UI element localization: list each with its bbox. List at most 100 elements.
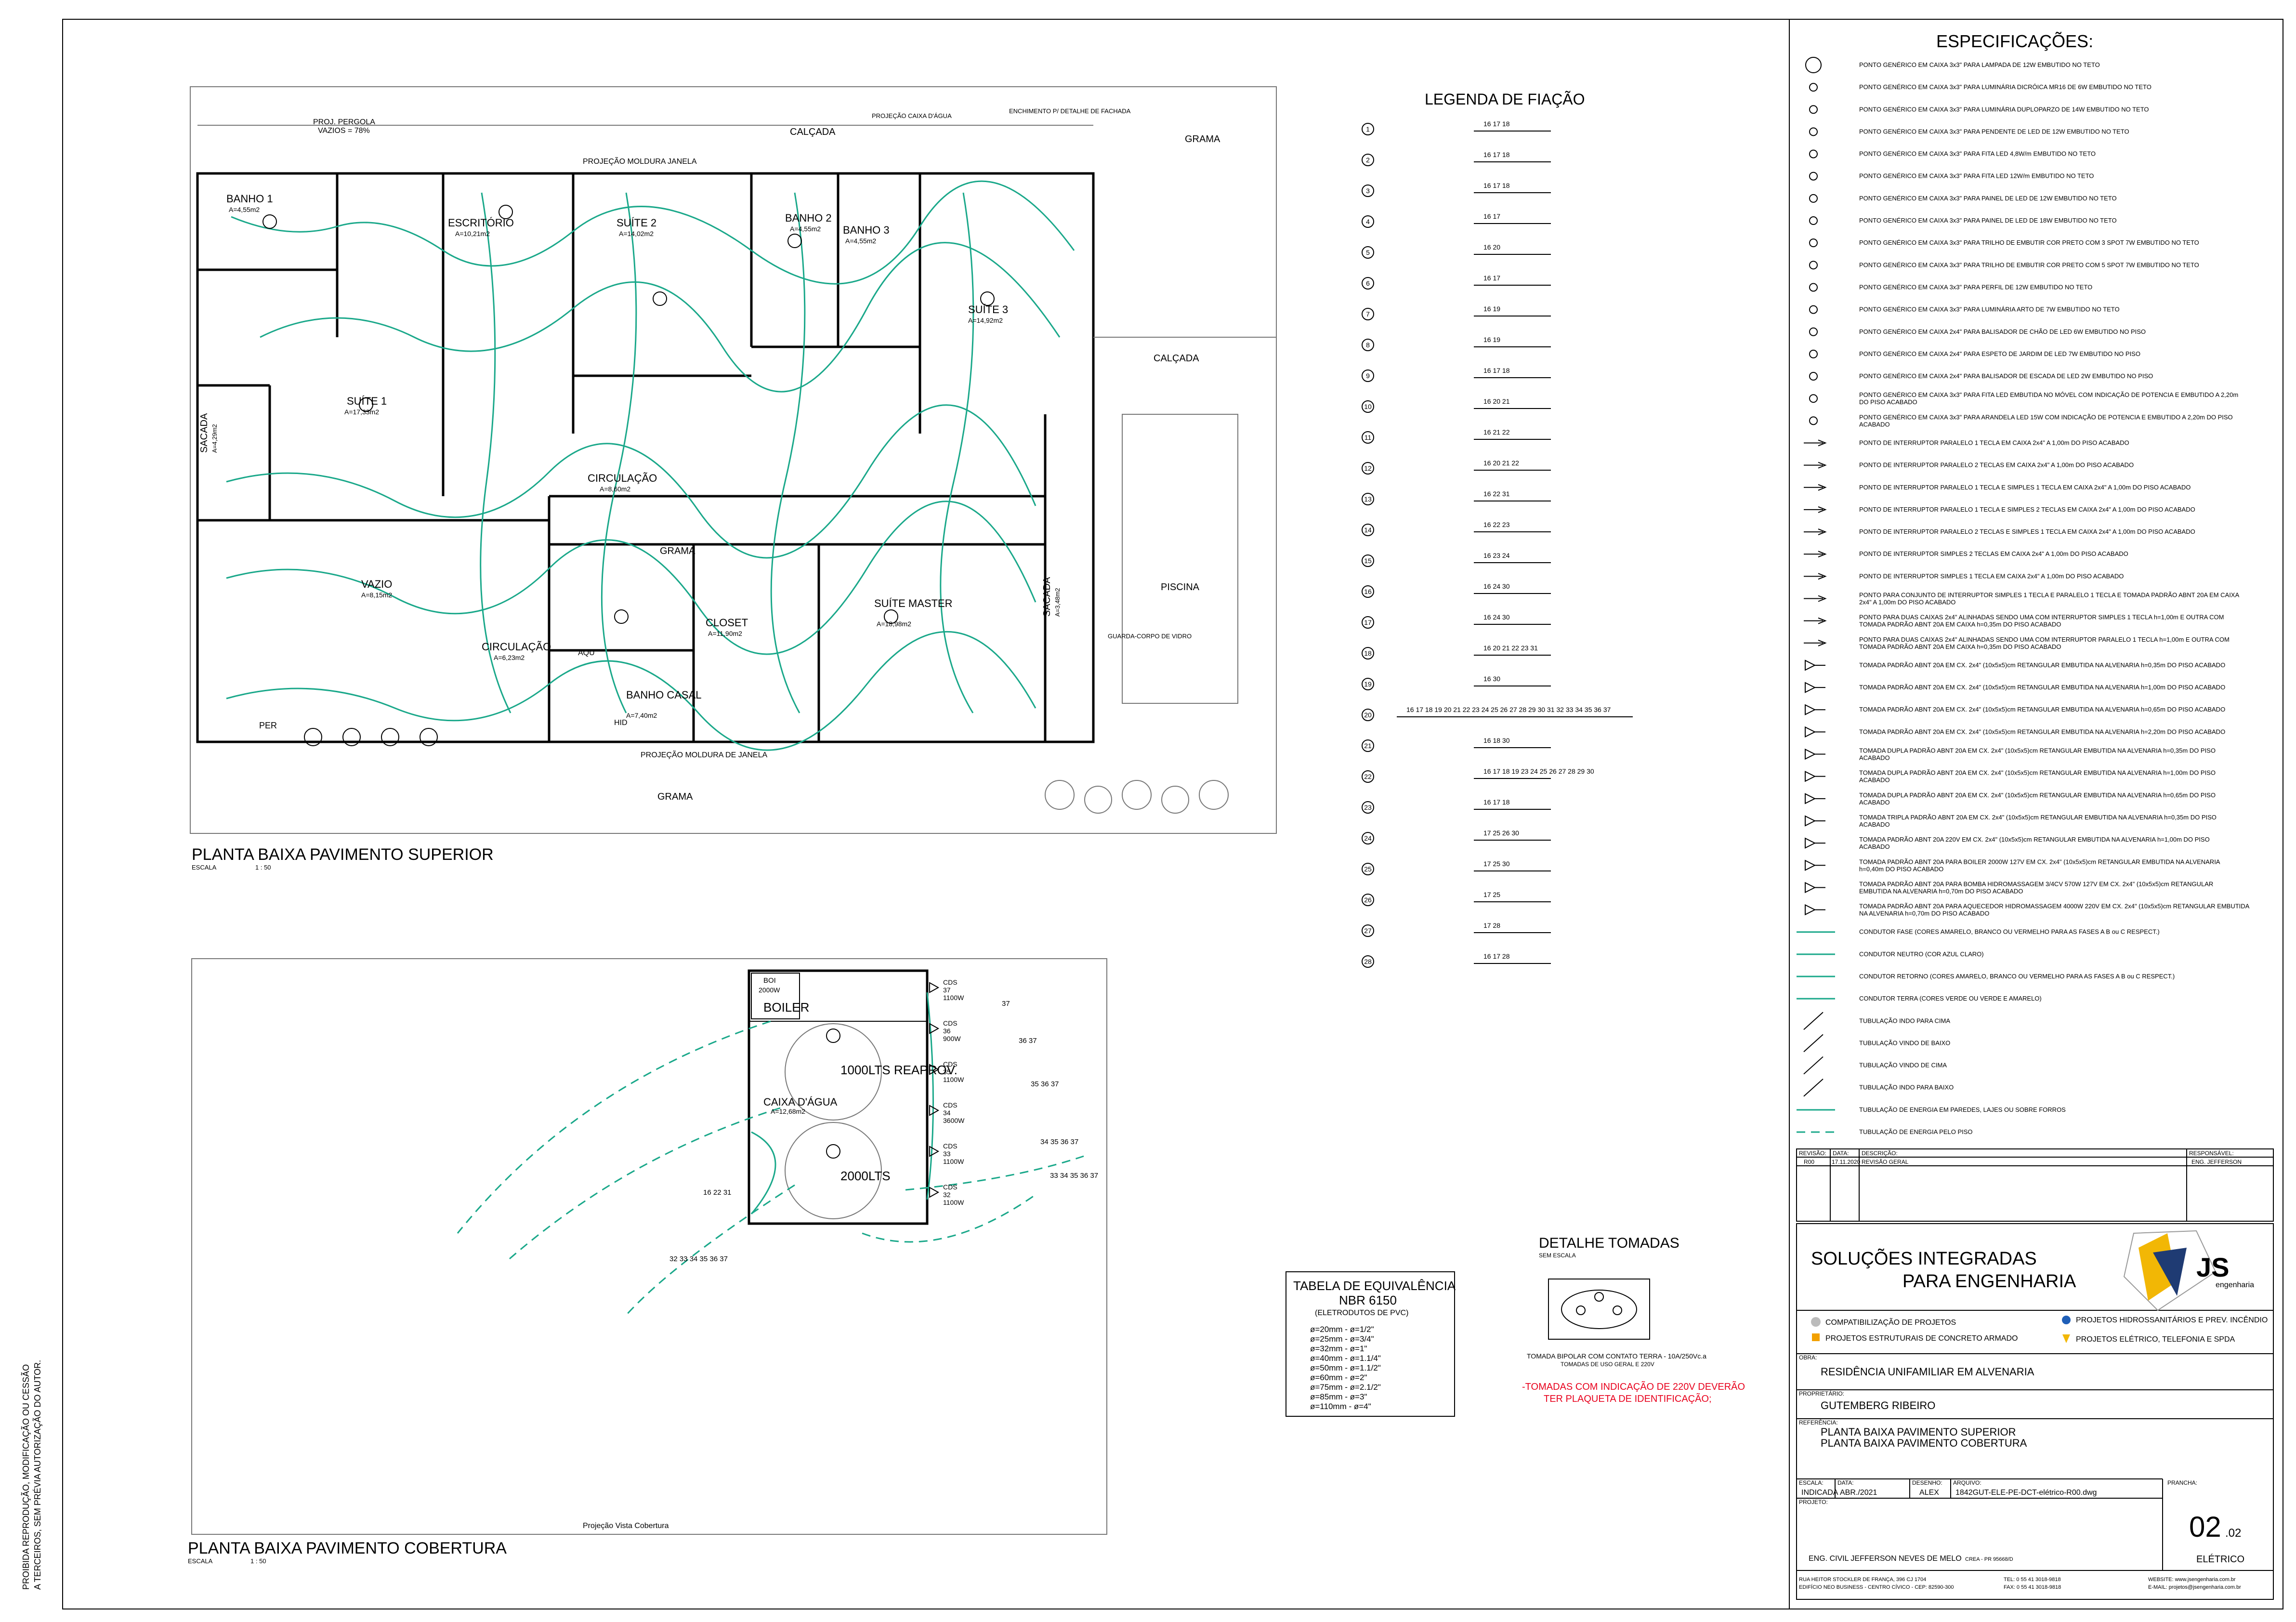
legenda-circuits: 16 17 <box>1483 212 1500 220</box>
spec-text: PONTO PARA CONJUNTO DE INTERRUPTOR SIMPL… <box>1859 592 2239 606</box>
room-suite2-area: A=14,02m2 <box>619 230 654 237</box>
legenda-number-circle <box>1362 801 1374 814</box>
spec-switch-symbol-icon <box>1804 462 1827 469</box>
referencia-2: PLANTA BAIXA PAVIMENTO COBERTURA <box>1821 1437 2027 1449</box>
spec-item: PONTO GENÉRICO EM CAIXA 3x3" PARA LUMINÁ… <box>1809 105 2149 114</box>
legenda-number-circle <box>1362 924 1374 937</box>
arquivo-value: 1842GUT-ELE-PE-DCT-elétrico-R00.dwg <box>1955 1489 2097 1497</box>
legenda-circuits: 16 17 18 19 23 24 25 26 27 28 29 30 <box>1483 767 1594 775</box>
spec-outlet-symbol-icon <box>1805 837 1825 849</box>
tabela-title1: TABELA DE EQUIVALÊNCIA <box>1293 1279 1456 1293</box>
legenda-number-circle <box>1362 739 1374 752</box>
service-3: PROJETOS HIDROSSANITÁRIOS E PREV. INCÊND… <box>2076 1315 2268 1324</box>
spec-text: TOMADA PADRÃO ABNT 20A EM CX. 2x4" (10x5… <box>1859 684 2225 691</box>
spec-text: CONDUTOR TERRA (CORES VERDE OU VERDE E A… <box>1859 995 2042 1002</box>
legenda-row: 14 16 22 23 <box>1362 521 1551 536</box>
legenda-circuits: 16 17 18 <box>1483 798 1510 806</box>
spec-item: TOMADA TRIPLA PADRÃO ABNT 20A EM CX. 2x4… <box>1805 814 2217 828</box>
roof-conduit-1 <box>457 1020 771 1234</box>
spec-text: TOMADA PADRÃO ABNT 20A PARA AQUECEDOR HI… <box>1859 903 2250 917</box>
spec-item: TUBULAÇÃO DE ENERGIA EM PAREDES, LAJES O… <box>1797 1106 2066 1113</box>
legenda-number-circle <box>1362 185 1374 197</box>
svg-text:33 34 35 36 37: 33 34 35 36 37 <box>1050 1172 1098 1180</box>
revisao-table: REVISÃO: DATA: DESCRIÇÃO: RESPONSÁVEL: R… <box>1796 1148 2274 1222</box>
legenda-circuits: 16 21 22 <box>1483 428 1510 436</box>
spec-switch-symbol-icon <box>1804 551 1827 558</box>
label-grama-top: GRAMA <box>1185 134 1220 145</box>
disciplina-value: ELÉTRICO <box>2196 1554 2244 1565</box>
website-value: WEBSITE: www.jsengenharia.com.br <box>2148 1577 2236 1582</box>
legenda-number: 18 <box>1364 649 1372 657</box>
room-suite-master-area: A=18,98m2 <box>877 620 911 628</box>
label-projecao-caixa: PROJEÇÃO CAIXA D'ÁGUA <box>872 112 952 119</box>
detalhe-tomadas: DETALHE TOMADAS SEM ESCALA TOMADA BIPOLA… <box>1522 1235 1745 1404</box>
legenda-number: 21 <box>1364 742 1372 750</box>
spec-light-symbol-icon <box>1809 416 1818 425</box>
boi-power: 2000W <box>759 986 780 994</box>
room-closet-area: A=11,90m2 <box>708 630 742 637</box>
desenho-value: ALEX <box>1919 1489 1939 1497</box>
label-aqu: AQU <box>578 649 595 657</box>
logo-text: JS <box>2196 1252 2230 1282</box>
room-sacada1-area: A=4,29m2 <box>211 424 218 453</box>
service-2: PROJETOS ESTRUTURAIS DE CONCRETO ARMADO <box>1825 1334 2018 1343</box>
legenda-circuits: 16 17 <box>1483 274 1500 282</box>
legenda-circuits: 16 17 18 <box>1483 182 1510 189</box>
tabela-row: ø=75mm - ø=2.1/2" <box>1310 1383 1381 1392</box>
company-logo: JS engenharia <box>2123 1230 2254 1311</box>
compat-icon <box>1811 1317 1821 1327</box>
spec-text: PONTO GENÉRICO EM CAIXA 3x3" PARA FITA L… <box>1859 391 2238 406</box>
spec-switch-symbol-icon <box>1804 639 1827 646</box>
room-banho3: BANHO 3 <box>843 224 890 236</box>
spec-light-symbol-icon <box>1809 127 1818 136</box>
boiler-label: BOILER <box>763 1000 809 1015</box>
garden-plants <box>1045 780 1229 814</box>
legenda-number: 1 <box>1366 125 1370 133</box>
spec-item: PONTO DE INTERRUPTOR PARALELO 2 TECLAS E… <box>1804 528 2195 535</box>
room-circulacao2-area: A=6,23m2 <box>494 654 525 661</box>
spec-text: TOMADA PADRÃO ABNT 20A 220V EM CX. 2x4" … <box>1859 836 2210 850</box>
spec-text: PONTO GENÉRICO EM CAIXA 3x3" PARA LUMINÁ… <box>1859 83 2152 91</box>
legenda-circuits: 16 22 31 <box>1483 490 1510 498</box>
detalhe-desc1: TOMADA BIPOLAR COM CONTATO TERRA - 10A/2… <box>1527 1352 1706 1360</box>
plan-cobertura-title: PLANTA BAIXA PAVIMENTO COBERTURA <box>188 1539 507 1557</box>
legenda-number: 4 <box>1366 218 1370 225</box>
cds-34: CDS 34 3600W <box>929 1101 965 1124</box>
spec-text: TOMADA TRIPLA PADRÃO ABNT 20A EM CX. 2x4… <box>1859 814 2217 828</box>
legenda-number-circle <box>1362 246 1374 259</box>
tabela-row: ø=25mm - ø=3/4" <box>1310 1334 1374 1344</box>
cds-list: CDS 37 1100W CDS 36 900W CDS 35 1100W CD… <box>929 978 965 1206</box>
legenda-number-circle <box>1362 894 1374 906</box>
company-name-line1: SOLUÇÕES INTEGRADAS <box>1811 1248 2037 1269</box>
revisao-rev: R00 <box>1804 1159 1814 1165</box>
spec-item: TOMADA PADRÃO ABNT 20A EM CX. 2x4" (10x5… <box>1805 726 2225 738</box>
label-calcada-top: CALÇADA <box>790 127 836 137</box>
spec-text: PONTO PARA DUAS CAIXAS 2x4" ALINHADAS SE… <box>1859 636 2230 650</box>
plan-superior-frame <box>190 86 1277 834</box>
legenda-number-circle <box>1362 215 1374 228</box>
spec-item: PONTO GENÉRICO EM CAIXA 3x3" PARA TRILHO… <box>1809 261 2199 270</box>
plan-superior-escala: 1 : 50 <box>255 864 271 871</box>
spec-item: TOMADA PADRÃO ABNT 20A EM CX. 2x4" (10x5… <box>1805 704 2225 715</box>
detalhe-subtitle: SEM ESCALA <box>1539 1252 1576 1259</box>
spec-text: PONTO GENÉRICO EM CAIXA 3x3" PARA LUMINÁ… <box>1859 306 2120 313</box>
spec-item: TOMADA DUPLA PADRÃO ABNT 20A EM CX. 2x4"… <box>1805 747 2216 762</box>
label-proj-pergola: PROJ. PERGOLA <box>313 118 375 126</box>
room-banho2: BANHO 2 <box>785 212 832 224</box>
endereco-1: RUA HEITOR STOCKLER DE FRANÇA, 396 CJ 17… <box>1799 1577 1926 1582</box>
spec-item: PONTO DE INTERRUPTOR PARALELO 2 TECLAS E… <box>1804 462 2134 469</box>
legenda-row: 216 17 18 <box>1362 151 1551 166</box>
spec-item: PONTO PARA DUAS CAIXAS 2x4" ALINHADAS SE… <box>1804 636 2230 650</box>
spec-text: CONDUTOR FASE (CORES AMARELO, BRANCO OU … <box>1859 928 2160 936</box>
tabela-title2: NBR 6150 <box>1339 1293 1397 1307</box>
spec-item: PONTO GENÉRICO EM CAIXA 2x4" PARA BALISA… <box>1809 372 2153 381</box>
tabela-row: ø=20mm - ø=1/2" <box>1310 1325 1374 1334</box>
legenda-title: LEGENDA DE FIAÇÃO <box>1425 91 1585 108</box>
legenda-circuits: 16 22 23 <box>1483 521 1510 528</box>
legenda-number: 8 <box>1366 341 1370 349</box>
room-suite3: SUÍTE 3 <box>968 303 1008 316</box>
roof-conduit-5 <box>862 1194 1036 1243</box>
legenda-number: 14 <box>1364 526 1372 534</box>
